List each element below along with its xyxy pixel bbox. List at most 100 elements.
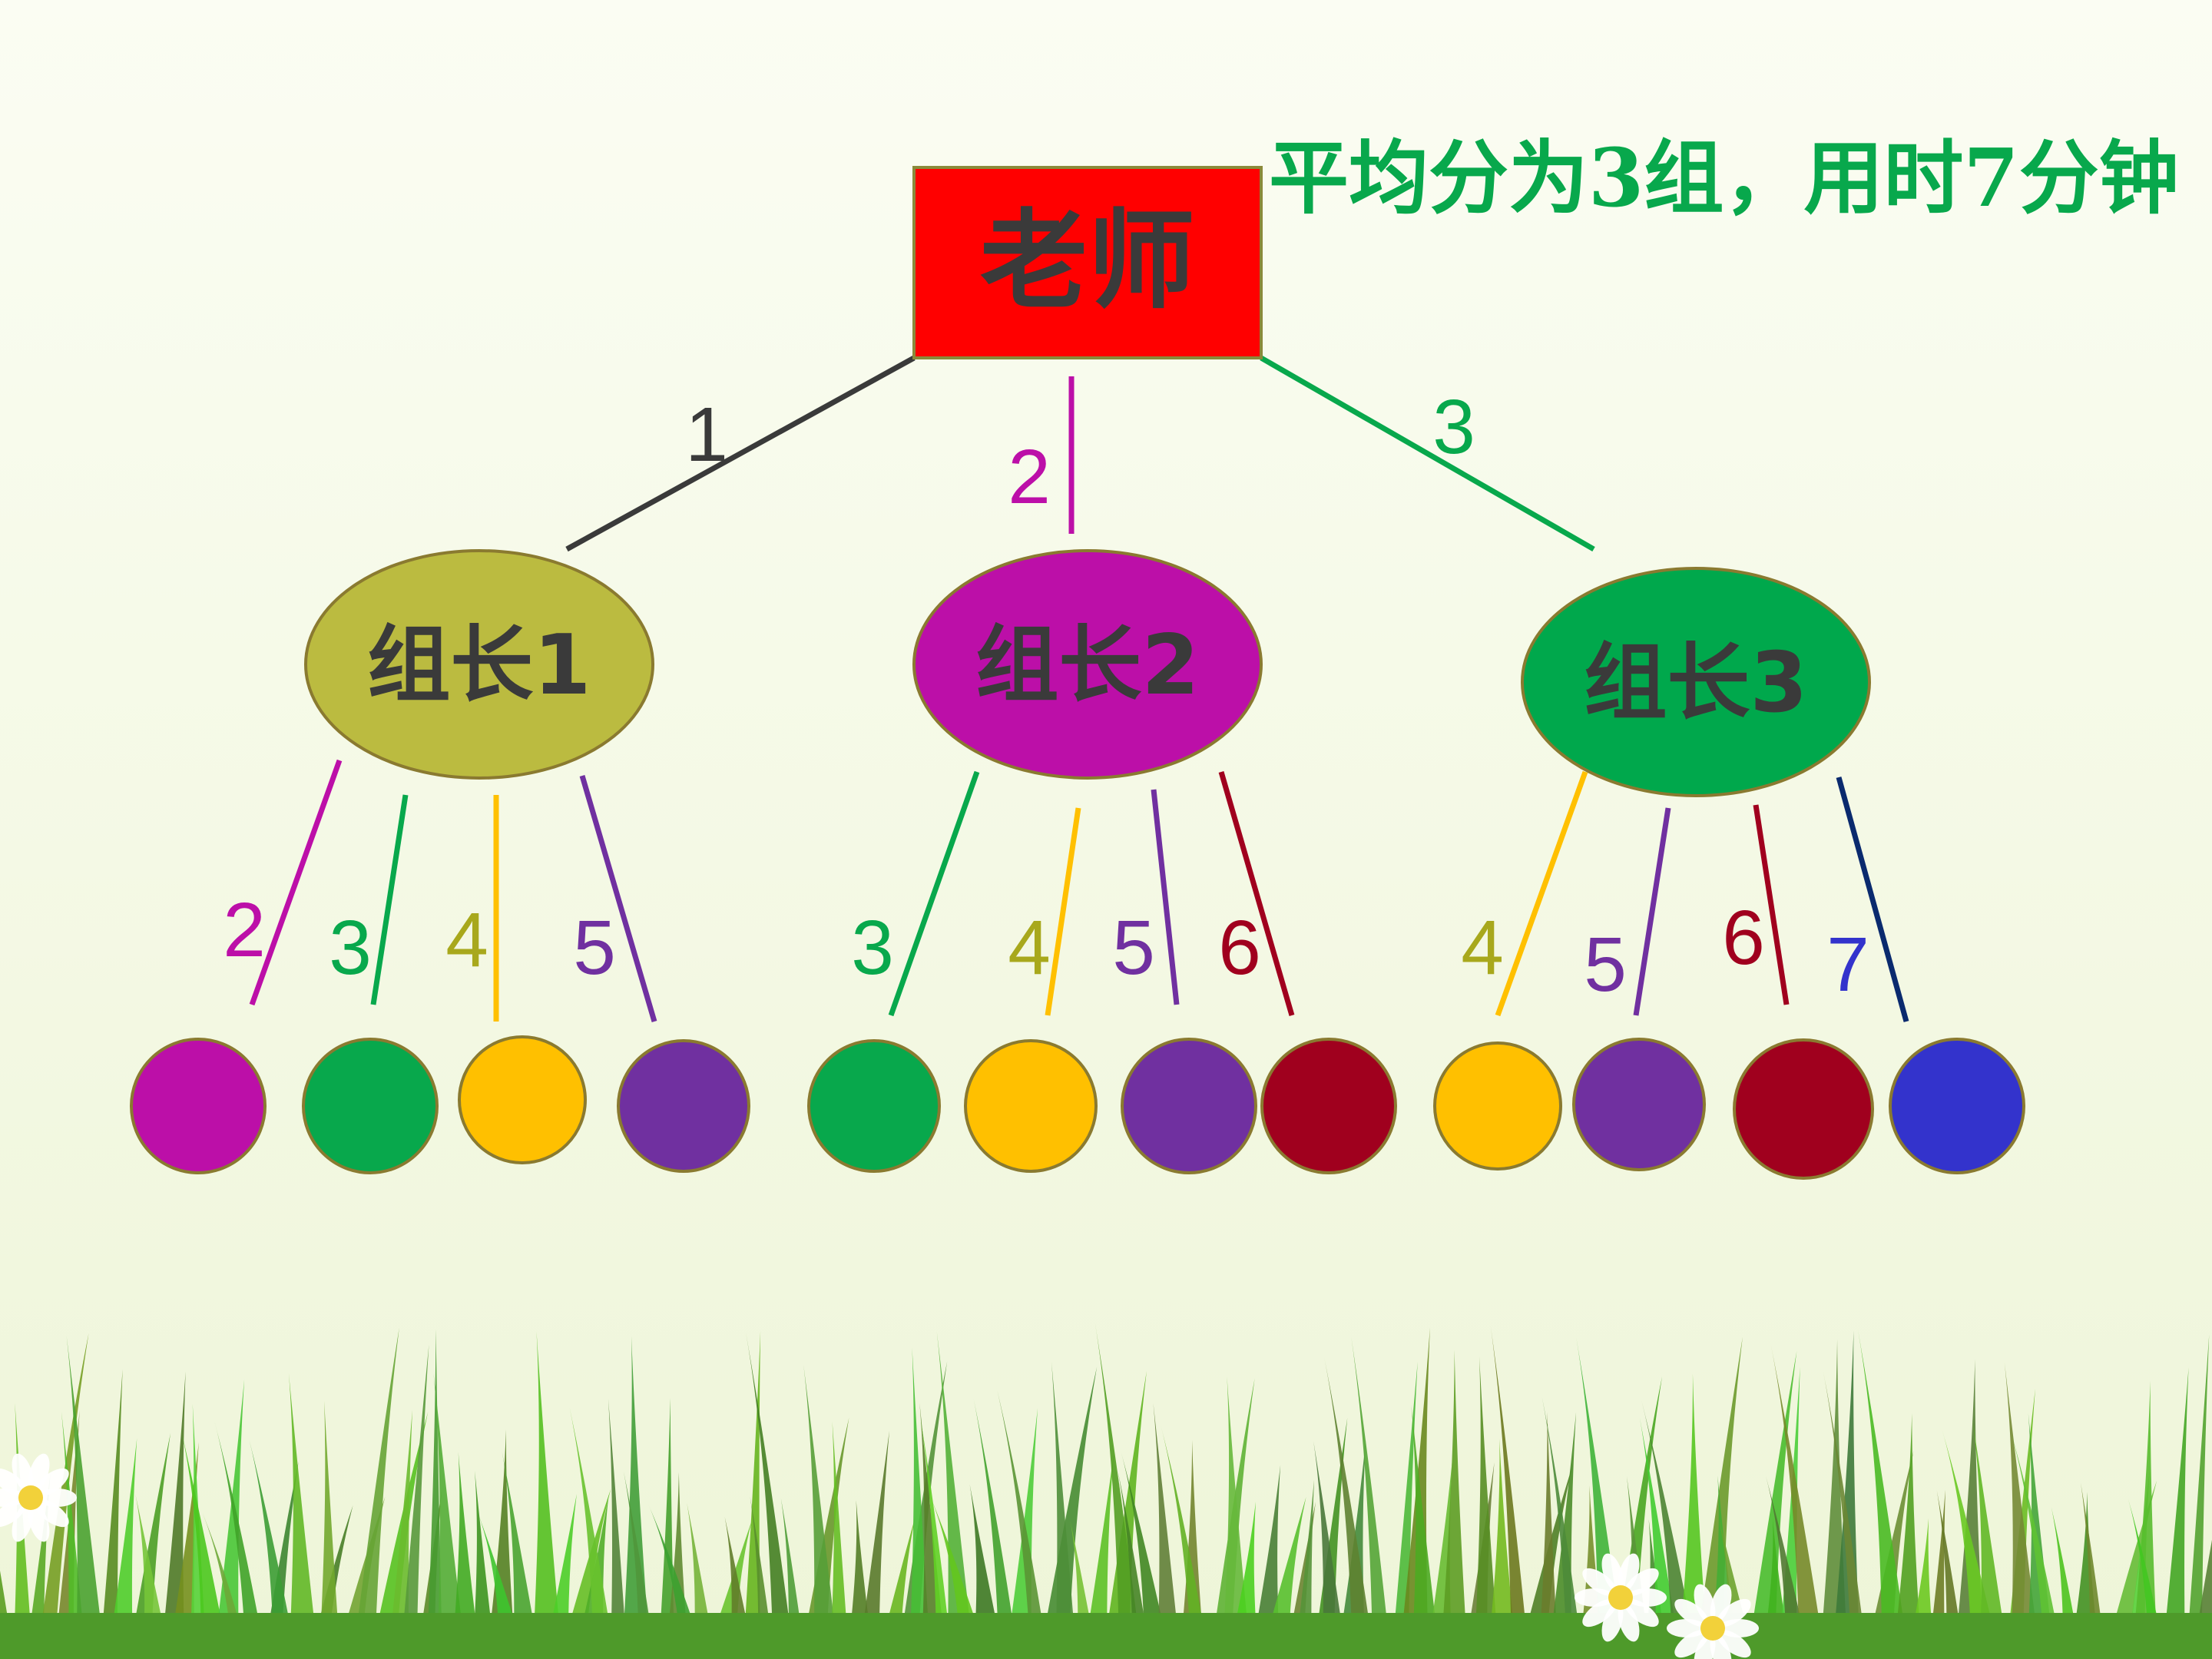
member-line-1-2 (370, 794, 409, 1005)
member-circle-3-1 (1433, 1041, 1562, 1171)
grass-blade (1153, 1402, 1181, 1659)
leader-ellipse-3 (1521, 567, 1871, 797)
grass-blade (1250, 1465, 1281, 1659)
grass-blade (1051, 1361, 1077, 1659)
grass-blade (1083, 1452, 1114, 1659)
grass-blade (1823, 1369, 1868, 1659)
member-circle-2-3 (1121, 1038, 1257, 1174)
grass-blade (370, 1412, 429, 1659)
edge-number-1: 1 (685, 392, 728, 478)
member-line-2-2 (1045, 807, 1081, 1016)
grass-blade (858, 1430, 889, 1659)
member-line-2-1 (888, 770, 980, 1017)
grass-blade (1313, 1441, 1347, 1659)
member-number-2-1: 3 (851, 905, 894, 991)
group-members (130, 1035, 2025, 1180)
grass-blade (180, 1427, 229, 1659)
grass-blade (830, 1421, 849, 1659)
leader-ellipse-1 (304, 549, 654, 780)
root-box (912, 166, 1263, 359)
member-circle-1-2 (302, 1038, 439, 1174)
grass-blade (800, 1417, 849, 1659)
grass-blade (1039, 1366, 1098, 1659)
grass-blade (263, 1462, 299, 1659)
leader-ellipse-2 (912, 549, 1263, 780)
group-leaders: 组长1 组长2 组长3 (304, 549, 1871, 797)
member-line-3-4 (1836, 777, 1909, 1022)
grass-blade (1538, 1412, 1558, 1659)
grass-blade (936, 1331, 975, 1659)
grass-blade (1160, 1424, 1210, 1659)
grass-blade (623, 1471, 656, 1659)
grass-blade (249, 1440, 297, 1659)
grass-blade (486, 1429, 516, 1659)
member-number-1-4: 5 (573, 905, 616, 991)
grass-blade (658, 1398, 675, 1659)
grass-blade (919, 1402, 947, 1659)
daisy-flower-icon (0, 1453, 77, 1542)
grass-blade (400, 1344, 429, 1659)
member-circle-3-4 (1889, 1038, 2025, 1174)
member-circle-3-2 (1572, 1038, 1706, 1171)
grass-blade (99, 1369, 123, 1659)
root-label: 老师 (980, 198, 1195, 324)
member-circle-1-4 (617, 1039, 750, 1173)
grass-blade (2186, 1334, 2210, 1659)
member-line-2-3 (1151, 789, 1180, 1005)
daisy-flower-icon (1667, 1584, 1759, 1659)
grass-blade (168, 1442, 199, 1659)
grass-base (0, 1613, 2212, 1659)
member-circle-1-3 (458, 1035, 587, 1164)
member-line-2-4 (1218, 771, 1295, 1016)
grass-blade (608, 1399, 628, 1659)
grass-blade (426, 1329, 443, 1659)
grass-blade (1770, 1343, 1826, 1659)
grass-blade (973, 1399, 1018, 1659)
member-circle-1-1 (130, 1038, 267, 1174)
grass-blade (920, 1416, 952, 1659)
leader-label-3: 组长3 (1584, 635, 1807, 731)
leader-label-2: 组长2 (975, 618, 1199, 714)
caption: 平均分为3组，用时7分钟 (1269, 131, 2179, 225)
grass-blade (2026, 1413, 2055, 1659)
member-line-1-1 (249, 759, 343, 1006)
member-number-3-4: 7 (1826, 922, 1869, 1008)
grass-blade (108, 1438, 137, 1659)
daisy-flower-icon (1575, 1553, 1667, 1642)
grass-decoration (0, 1323, 2212, 1659)
grass-blade (213, 1379, 245, 1659)
grass-blade (1641, 1400, 1698, 1659)
grass-blade (532, 1331, 563, 1659)
grass-blade (502, 1452, 541, 1659)
member-line-3-3 (1753, 804, 1790, 1005)
grass-blade (1972, 1418, 2009, 1659)
grass-blade (288, 1373, 319, 1659)
grass-blade (1118, 1470, 1151, 1659)
grass-blade (127, 1432, 171, 1659)
grass-blade (214, 1422, 267, 1659)
member-number-3-3: 6 (1722, 895, 1765, 981)
grass-blade (472, 1470, 495, 1659)
grass-blade (746, 1332, 794, 1659)
grass-blade (1323, 1356, 1375, 1659)
grass-blade (1440, 1349, 1469, 1659)
grass-blade (2004, 1362, 2041, 1659)
grass-blade (1313, 1417, 1348, 1659)
grass-blade (995, 1379, 1048, 1659)
leader-label-1: 组长1 (367, 618, 591, 714)
edge-teacher-leader-3 (1260, 355, 1595, 552)
grass-blade (743, 1331, 761, 1659)
member-number-1-1: 2 (223, 887, 266, 973)
grass-blade (1474, 1356, 1499, 1659)
grass-blade (621, 1336, 651, 1659)
grass-blade (2131, 1380, 2158, 1659)
member-circle-2-2 (964, 1039, 1098, 1173)
grass-blade (353, 1327, 399, 1659)
grass-blade (451, 1452, 481, 1659)
edge-number-3: 3 (1432, 384, 1475, 470)
member-number-1-3: 4 (445, 897, 488, 983)
member-line-3-2 (1633, 807, 1671, 1016)
grass-blade (1121, 1452, 1171, 1659)
grass-blade (1411, 1405, 1441, 1659)
